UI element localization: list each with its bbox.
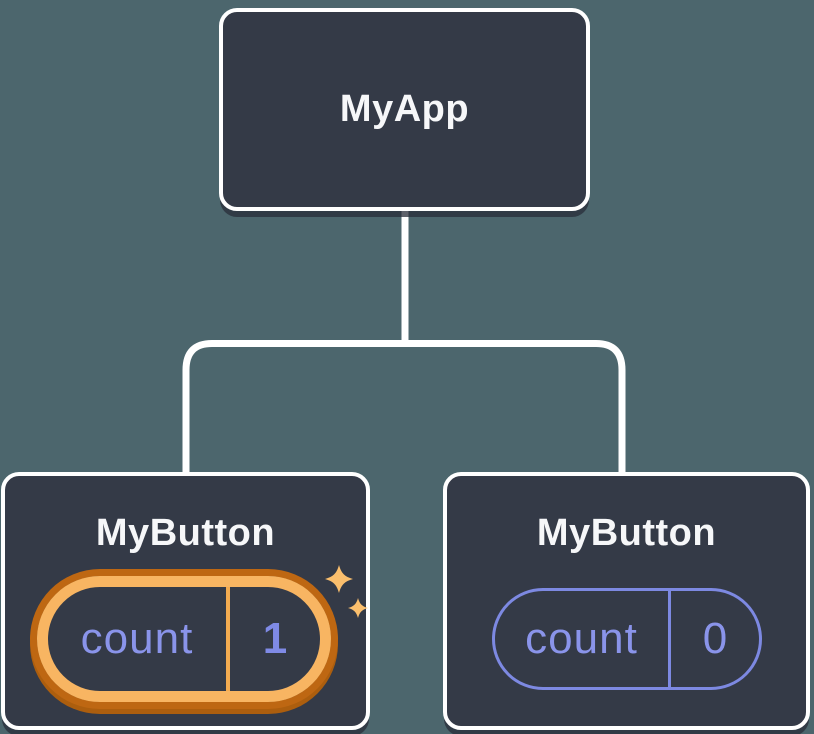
state-value: 1: [262, 614, 288, 663]
state-value: 0: [702, 614, 728, 663]
component-label: MyApp: [339, 88, 470, 130]
state-name: count: [80, 614, 194, 663]
state-pill-highlighted: count 1: [37, 576, 331, 702]
component-node-mybutton-left: MyButton count 1: [1, 472, 370, 730]
component-label: MyButton: [95, 512, 276, 554]
component-label: MyButton: [536, 512, 717, 554]
component-node-myapp: MyApp: [219, 8, 590, 211]
state-pill-divider: [668, 591, 671, 687]
component-node-mybutton-right: MyButton count 0: [443, 472, 810, 730]
state-pill: count 0: [492, 588, 762, 690]
state-name: count: [525, 614, 638, 663]
state-pill-divider: [226, 587, 230, 691]
connector-branch: [182, 340, 626, 472]
